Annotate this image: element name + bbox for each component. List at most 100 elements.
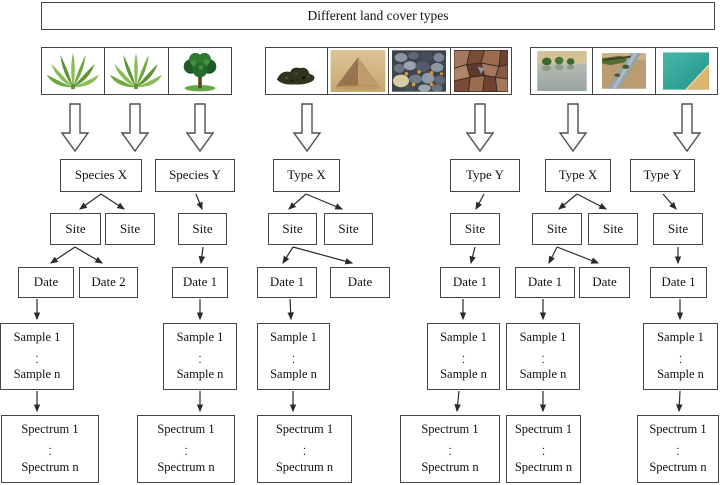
sample-last: Sample n xyxy=(270,367,317,382)
spectrum-last: Spectrum n xyxy=(275,460,334,475)
soil-rock-cell xyxy=(389,48,451,94)
category-box-soil-type-x: Type X xyxy=(273,159,340,192)
date-box: Date 1 xyxy=(515,267,575,298)
category-box-water-type-x: Type X xyxy=(545,159,611,192)
canal-icon xyxy=(601,53,646,89)
soil-rock-cell xyxy=(327,48,389,94)
spectrum-box: Spectrum 1 . . Spectrum n xyxy=(257,415,352,483)
block-arrow-icon xyxy=(558,103,588,153)
soil-rock-cell xyxy=(266,48,328,94)
site-box: Site xyxy=(450,213,500,245)
site-box: Site xyxy=(105,213,155,245)
spectrum-first: Spectrum 1 xyxy=(21,422,79,436)
spectrum-first: Spectrum 1 xyxy=(421,422,479,436)
date-box: Date xyxy=(18,267,74,298)
site-box: Site xyxy=(178,213,227,245)
date-box: Date 2 xyxy=(79,267,138,298)
vegetation-cell xyxy=(42,48,106,94)
category-box-soil-type-y: Type Y xyxy=(450,159,520,192)
date-box: Date xyxy=(330,267,390,298)
spectrum-last: Spectrum n xyxy=(421,460,479,475)
spectrum-last: Spectrum n xyxy=(157,460,215,475)
block-arrow-icon xyxy=(60,103,90,153)
block-arrow-icon xyxy=(185,103,215,153)
sample-last: Sample n xyxy=(176,367,224,382)
sample-last: Sample n xyxy=(657,367,704,382)
sample-first: Sample 1 xyxy=(13,330,61,344)
spectrum-box: Spectrum 1 . . Spectrum n xyxy=(400,415,500,483)
ellipsis-dots: . . xyxy=(35,347,39,366)
block-arrows xyxy=(60,103,702,153)
ellipsis-dots: . . xyxy=(198,347,202,366)
site-box: Site xyxy=(268,213,317,245)
vegetation-cell xyxy=(105,48,169,94)
corn-plant-icon xyxy=(46,52,100,90)
sea-shore-icon xyxy=(663,52,710,90)
sand-pile-icon xyxy=(330,50,386,92)
connector-arrows xyxy=(33,193,684,413)
ellipsis-dots: . . xyxy=(679,347,682,366)
pebbles-icon xyxy=(392,50,447,92)
vegetation-image-strip xyxy=(41,47,232,95)
date-box: Date 1 xyxy=(650,267,707,298)
ellipsis-dots: . . xyxy=(541,347,545,366)
spectrum-last: Spectrum n xyxy=(21,460,79,475)
lake-icon xyxy=(536,51,587,91)
soil-rock-cell xyxy=(450,48,511,94)
sample-box: Sample 1 . . Sample n xyxy=(163,323,237,390)
category-box-species-y: Species Y xyxy=(155,159,235,192)
sample-last: Sample n xyxy=(13,367,61,382)
block-arrow-icon xyxy=(292,103,322,153)
date-box: Date 1 xyxy=(257,267,317,298)
site-box: Site xyxy=(50,213,101,245)
spectrum-first: Spectrum 1 xyxy=(514,422,573,436)
corn-plant-icon xyxy=(110,52,163,90)
tree-icon xyxy=(183,52,217,92)
sample-box: Sample 1 . . Sample n xyxy=(257,323,330,390)
sample-first: Sample 1 xyxy=(270,330,317,344)
spectrum-box: Spectrum 1 . . Spectrum n xyxy=(1,415,99,483)
water-image-strip xyxy=(530,47,718,95)
category-box-water-type-y: Type Y xyxy=(630,159,695,192)
sample-last: Sample n xyxy=(440,367,487,382)
sample-first: Sample 1 xyxy=(176,330,224,344)
spectrum-last: Spectrum n xyxy=(514,460,573,475)
date-box: Date xyxy=(579,267,630,298)
ellipsis-dots: . . xyxy=(292,347,295,366)
ellipsis-dots: . . xyxy=(48,440,52,458)
date-box: Date 1 xyxy=(440,267,500,298)
category-box-species-x: Species X xyxy=(60,159,142,192)
ellipsis-dots: . . xyxy=(676,440,680,458)
ellipsis-dots: . . xyxy=(303,440,306,458)
spectrum-first: Spectrum 1 xyxy=(157,422,215,436)
block-arrow-icon xyxy=(120,103,150,153)
sample-first: Sample 1 xyxy=(519,330,567,344)
spectrum-box: Spectrum 1 . . Spectrum n xyxy=(637,415,719,483)
ellipsis-dots: . . xyxy=(462,347,465,366)
water-cell xyxy=(593,48,656,94)
ellipsis-dots: . . xyxy=(542,440,545,458)
site-box: Site xyxy=(653,213,703,245)
site-box: Site xyxy=(324,213,373,245)
vegetation-cell xyxy=(168,48,231,94)
site-box: Site xyxy=(532,213,582,245)
sample-first: Sample 1 xyxy=(657,330,704,344)
spectrum-box: Spectrum 1 . . Spectrum n xyxy=(137,415,235,483)
organic-soil-icon xyxy=(277,67,315,85)
block-arrow-icon xyxy=(672,103,702,153)
soil-rock-image-strip xyxy=(265,47,512,95)
water-cell xyxy=(655,48,717,94)
spectrum-box: Spectrum 1 . . Spectrum n xyxy=(506,415,581,483)
date-box: Date 1 xyxy=(172,267,228,298)
sample-box: Sample 1 . . Sample n xyxy=(643,323,718,390)
sample-first: Sample 1 xyxy=(440,330,487,344)
site-box: Site xyxy=(588,213,638,245)
sample-box: Sample 1 . . Sample n xyxy=(427,323,500,390)
sample-last: Sample n xyxy=(519,367,567,382)
block-arrow-icon xyxy=(465,103,495,153)
ellipsis-dots: . . xyxy=(448,440,452,458)
water-cell xyxy=(531,48,594,94)
diagram-title: Different land cover types xyxy=(41,2,715,30)
